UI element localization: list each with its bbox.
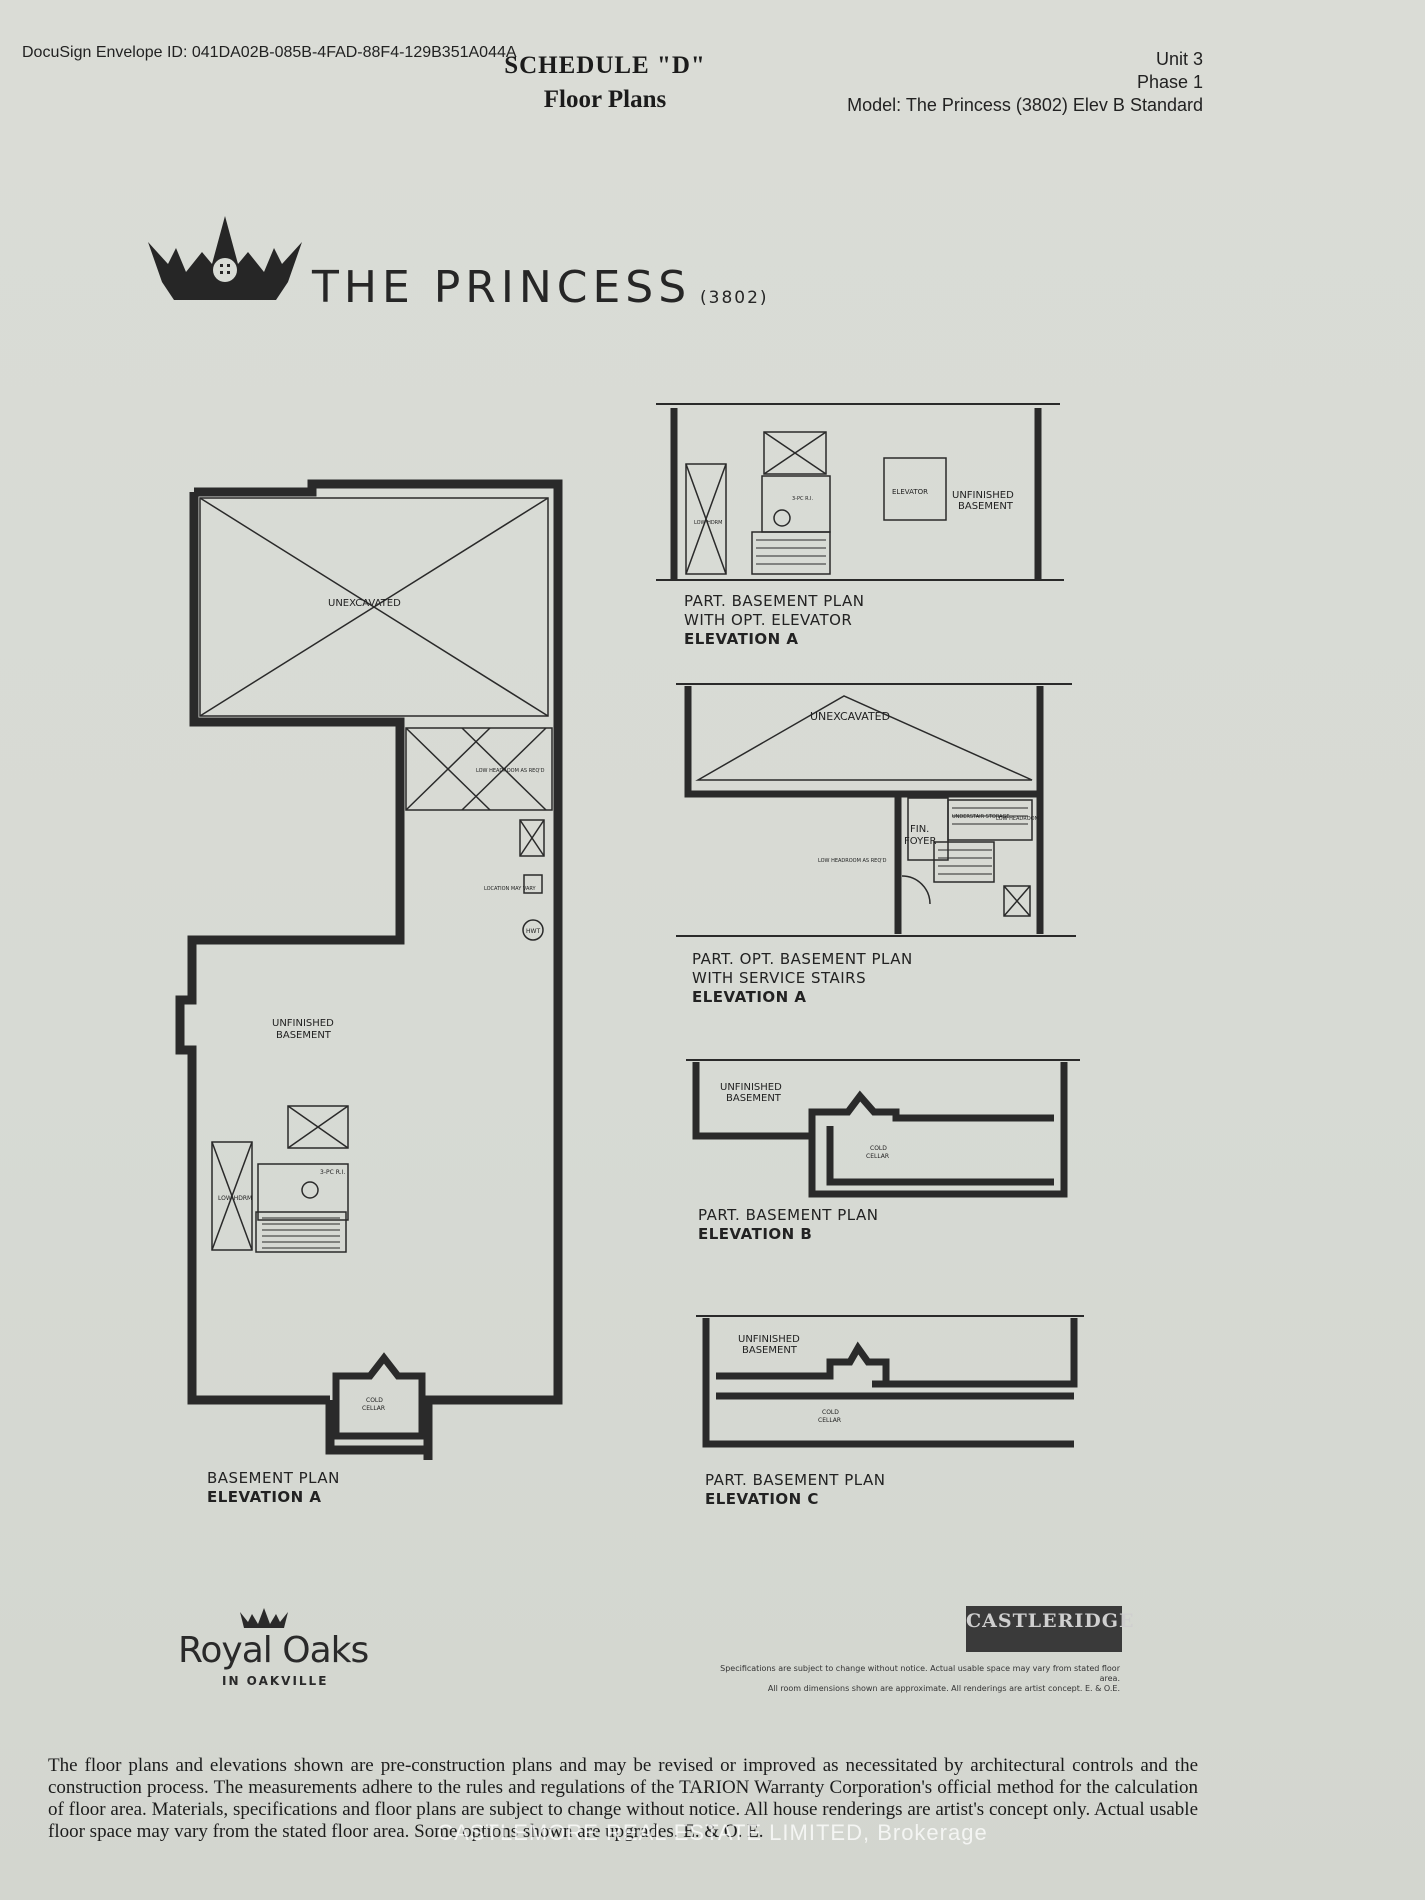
caption-line-1: PART. BASEMENT PLAN xyxy=(684,592,865,610)
understair-storage-label: UNDERSTAIR STORAGE xyxy=(952,814,1009,820)
schedule-subtitle: Floor Plans xyxy=(543,86,667,113)
service-low-headroom-label-2: LOW HEADROOM xyxy=(996,816,1039,822)
caption-line-1: PART. BASEMENT PLAN xyxy=(698,1206,879,1224)
b-cold-label-2: CELLAR xyxy=(866,1153,889,1160)
unit-info: Unit 3 Phase 1 Model: The Princess (3802… xyxy=(847,48,1203,117)
fine-print-line-1: Specifications are subject to change wit… xyxy=(720,1664,1120,1683)
main-3pc-label: 3-PC R.I. xyxy=(320,1169,345,1176)
caption-line-2: WITH OPT. ELEVATOR xyxy=(684,611,853,629)
plan-c-caption: PART. BASEMENT PLAN ELEVATION C xyxy=(705,1471,885,1509)
caption-line-3: ELEVATION A xyxy=(684,630,799,648)
docusign-envelope-id: DocuSign Envelope ID: 041DA02B-085B-4FAD… xyxy=(22,44,517,61)
c-unfinished-label-2: BASEMENT xyxy=(742,1345,798,1356)
caption-line-2: ELEVATION A xyxy=(207,1488,322,1506)
main-location-label: LOCATION MAY VARY xyxy=(484,886,537,892)
caption-line-1: PART. OPT. BASEMENT PLAN xyxy=(692,950,913,968)
elev-unfinished-label-1: UNFINISHED xyxy=(952,490,1014,501)
basement-plan-service-stairs: UNEXCAVATED FIN. FOYER LOW HEADROOM AS R… xyxy=(676,683,1076,937)
royal-oaks-logo: Royal Oaks xyxy=(178,1630,369,1671)
service-low-headroom-label: LOW HEADROOM AS REQ'D xyxy=(818,858,887,864)
fin-foyer-label-2: FOYER xyxy=(904,836,937,847)
main-cold-label-1: COLD xyxy=(366,1397,383,1404)
brokerage-watermark: CASTLEMORE REAL ESTATE LIMITED, Brokerag… xyxy=(437,1820,988,1845)
royal-oaks-sub: IN OAKVILLE xyxy=(222,1674,329,1688)
basement-plan-elevation-b: UNFINISHED BASEMENT COLD CELLAR xyxy=(686,1059,1080,1198)
elevator-plan-caption: PART. BASEMENT PLAN WITH OPT. ELEVATOR E… xyxy=(684,592,864,649)
disclaimer-text: The floor plans and elevations shown are… xyxy=(48,1755,1198,1842)
caption-line-2: WITH SERVICE STAIRS xyxy=(692,969,867,987)
phase-number: Phase 1 xyxy=(1136,72,1203,92)
caption-line-3: ELEVATION A xyxy=(692,988,807,1006)
caption-line-2: ELEVATION B xyxy=(698,1225,813,1243)
plan-b-caption: PART. BASEMENT PLAN ELEVATION B xyxy=(698,1206,878,1244)
fin-foyer-label-1: FIN. xyxy=(910,824,929,835)
c-cold-label-2: CELLAR xyxy=(818,1417,841,1424)
model-brand-title: THE PRINCESS xyxy=(312,262,692,313)
caption-line-2: ELEVATION C xyxy=(705,1490,819,1508)
royal-oaks-crown-icon xyxy=(240,1608,288,1628)
c-cold-label-1: COLD xyxy=(822,1409,839,1416)
b-unfinished-label-1: UNFINISHED xyxy=(720,1082,782,1093)
fine-print: Specifications are subject to change wit… xyxy=(708,1664,1120,1694)
service-stairs-plan-caption: PART. OPT. BASEMENT PLAN WITH SERVICE ST… xyxy=(692,950,913,1007)
basement-plan-elevation-c: UNFINISHED BASEMENT COLD CELLAR xyxy=(696,1315,1084,1448)
main-cold-label-2: CELLAR xyxy=(362,1405,385,1412)
service-unexcavated-label: UNEXCAVATED xyxy=(810,710,890,723)
caption-line-1: PART. BASEMENT PLAN xyxy=(705,1471,886,1489)
main-low-headroom-label: LOW HEADROOM AS REQ'D xyxy=(476,768,545,774)
basement-plan-with-elevator: ELEVATOR UNFINISHED BASEMENT 3-PC R.I. L… xyxy=(656,403,1064,581)
elev-unfinished-label-2: BASEMENT xyxy=(958,501,1014,512)
elev-3pc-label: 3-PC R.I. xyxy=(792,496,813,502)
b-unfinished-label-2: BASEMENT xyxy=(726,1093,782,1104)
basement-plan-caption: BASEMENT PLAN ELEVATION A xyxy=(207,1469,340,1507)
model-brand-code: (3802) xyxy=(700,288,769,308)
main-unfinished-label-1: UNFINISHED xyxy=(272,1018,334,1029)
unit-number: Unit 3 xyxy=(1155,49,1203,69)
hwt-label: HWT xyxy=(526,928,540,935)
basement-plan-elevation-a: UNEXCAVATED LOW HEADROOM AS REQ'D LOCATI… xyxy=(175,479,563,1460)
elevator-label: ELEVATOR xyxy=(892,488,928,496)
main-unexcavated-label: UNEXCAVATED xyxy=(328,598,401,609)
c-unfinished-label-1: UNFINISHED xyxy=(738,1334,800,1345)
castleridge-logo: CASTLERIDGE xyxy=(966,1606,1133,1652)
main-unfinished-label-2: BASEMENT xyxy=(276,1030,332,1041)
crown-logo-icon xyxy=(148,216,302,300)
main-low-hdrm-label: LOW HDRM xyxy=(218,1195,252,1202)
b-cold-label-1: COLD xyxy=(870,1145,887,1152)
caption-line-1: BASEMENT PLAN xyxy=(207,1469,340,1487)
fine-print-line-2: All room dimensions shown are approximat… xyxy=(767,1684,1120,1693)
model-name: Model: The Princess (3802) Elev B Standa… xyxy=(847,95,1203,115)
elev-low-hdrm-label: LOW HDRM xyxy=(694,520,722,526)
schedule-title: SCHEDULE "D" xyxy=(504,52,706,79)
